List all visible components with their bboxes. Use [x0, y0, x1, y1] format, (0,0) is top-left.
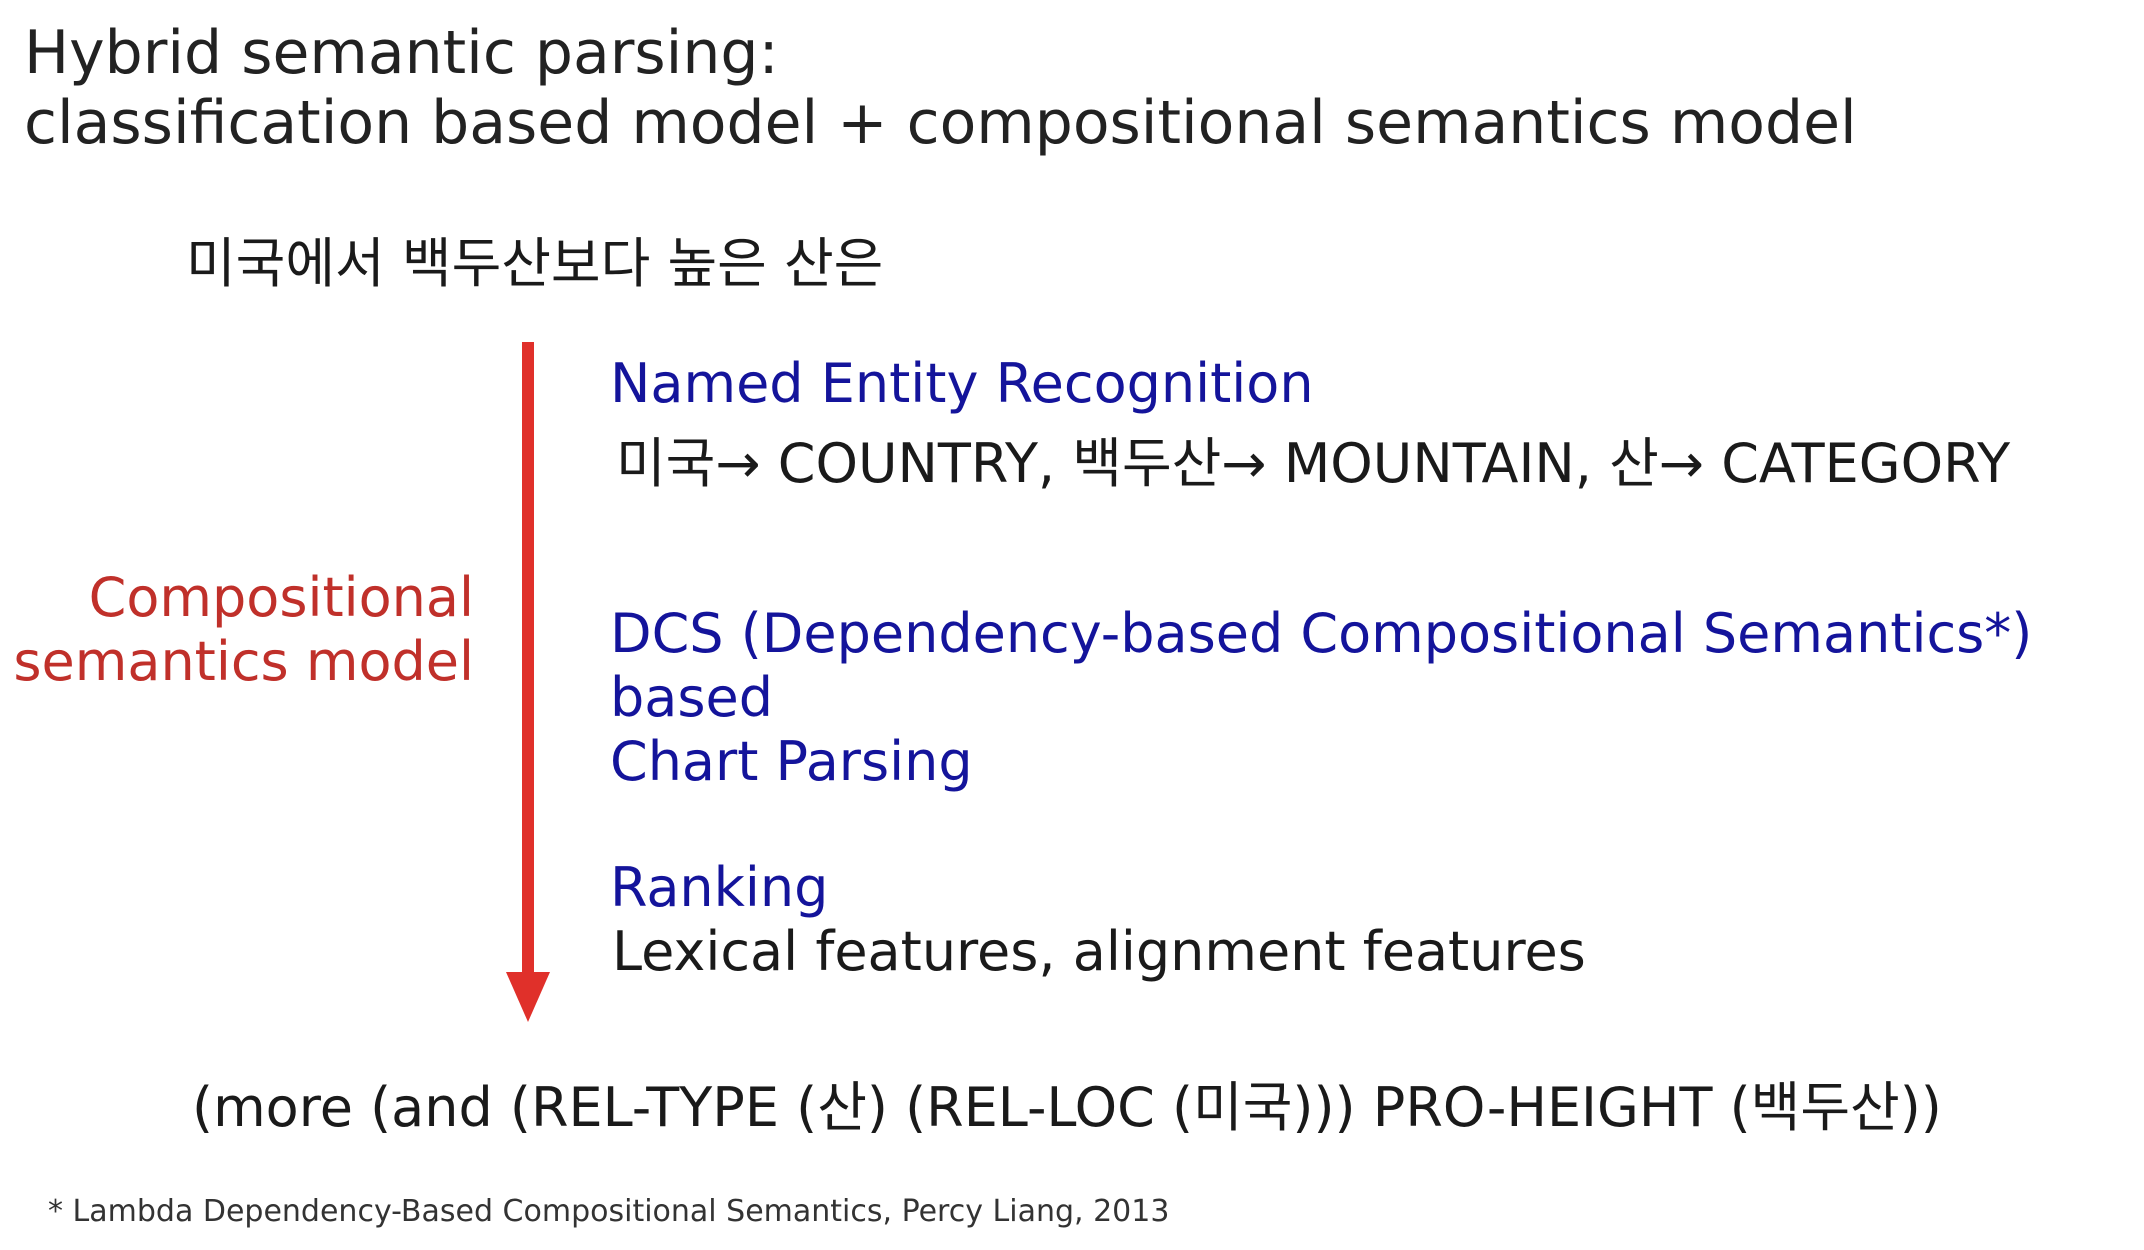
slide-title-line-2: classification based model + composition… [24, 88, 1857, 158]
step-dcs-title-line-1: DCS (Dependency-based Compositional Sema… [610, 602, 2033, 729]
step-ranking-body: Lexical features, alignment features [612, 920, 1586, 983]
down-arrow-icon [506, 342, 550, 1022]
step-ner-title: Named Entity Recognition [610, 352, 1314, 415]
compositional-model-label-line-2: semantics model [13, 630, 474, 693]
step-dcs-title-line-2: Chart Parsing [610, 730, 973, 793]
step-dcs-title: DCS (Dependency-based Compositional Sema… [610, 602, 2130, 794]
logical-form-output: (more (and (REL-TYPE (산) (REL-LOC (미국)))… [192, 1076, 1942, 1139]
step-ranking-title: Ranking [610, 856, 829, 919]
arrow-shaft [522, 342, 534, 978]
compositional-model-label: Compositional semantics model [13, 566, 474, 694]
step-ner-body: 미국→ COUNTRY, 백두산→ MOUNTAIN, 산→ CATEGORY [616, 432, 2011, 495]
slide-title-line-1: Hybrid semantic parsing: [24, 18, 779, 88]
input-sentence: 미국에서 백두산보다 높은 산은 [186, 232, 884, 295]
footnote: * Lambda Dependency-Based Compositional … [48, 1194, 1170, 1229]
compositional-model-label-line-1: Compositional [88, 566, 474, 629]
arrow-head [506, 972, 550, 1022]
